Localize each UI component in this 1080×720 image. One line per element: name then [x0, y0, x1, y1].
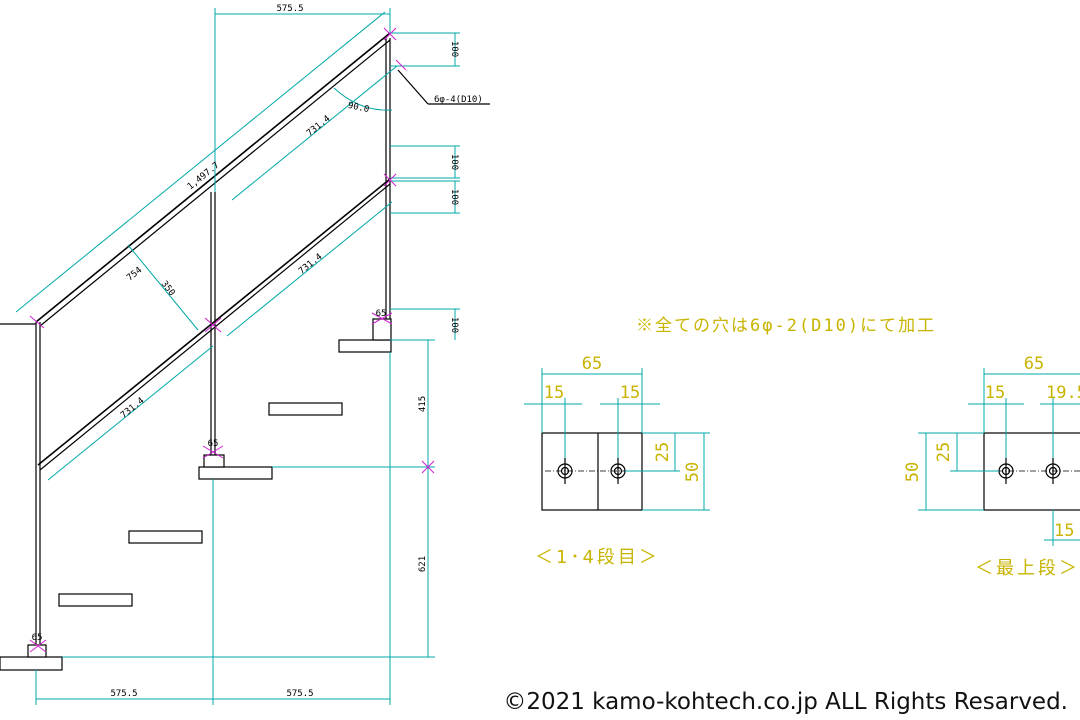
dim-gap-4: 100 [449, 317, 459, 333]
marker [202, 445, 224, 459]
plate-b-bottom-edge: 15 [1054, 521, 1074, 541]
dim-height-lower: 621 [418, 556, 428, 572]
marker [421, 460, 435, 474]
plate-detail-b: 65 15 19.5 25 50 15 ＜最上段＞ [903, 354, 1080, 579]
processing-note: ※全ての穴は6φ-2(D10)にて加工 [636, 316, 936, 336]
plate-a-width: 65 [582, 354, 602, 374]
plate-b-body [983, 432, 1080, 511]
tread-2 [128, 530, 203, 544]
plate-b-width: 65 [1024, 354, 1044, 374]
dim-diag-lower-1 [226, 201, 393, 337]
dim-plate-top: 65 [376, 309, 387, 319]
dim-top-width: 575.5 [276, 4, 303, 14]
plate-b-height: 50 [903, 462, 923, 482]
side-dimensions [15, 8, 460, 705]
base-plate-middle [198, 466, 273, 480]
dim-diag-lower-2 [47, 345, 214, 481]
copyright-notice: ©2021 kamo-kohtech.co.jp ALL Rights Resa… [503, 689, 1068, 715]
stair-treads [58, 402, 343, 607]
plate-b-caption: ＜最上段＞ [975, 558, 1080, 579]
plate-detail-a: 65 15 15 25 50 ＜1･4段目＞ [524, 354, 710, 568]
side-view: 6φ-4(D10) 575.5 575.5 575.5 1,497.7 731.… [0, 4, 490, 705]
plate-b-hole-height: 25 [934, 442, 954, 462]
marker [204, 317, 222, 333]
plate-b-edge-left: 15 [985, 383, 1005, 403]
dim-plate-mid: 65 [208, 439, 219, 449]
plate-a-edge-right: 15 [620, 383, 640, 403]
dim-angle-arc [333, 87, 393, 111]
base-plates [0, 318, 392, 671]
marker [395, 59, 407, 71]
weld-markers [29, 27, 435, 653]
base-plate-top [338, 339, 392, 353]
plate-a-edge-left: 15 [544, 383, 564, 403]
marker [383, 173, 397, 187]
dim-rail-diag: 1,497.7 [186, 161, 222, 193]
dim-bottom-left: 575.5 [110, 689, 137, 699]
rails [0, 32, 391, 471]
plate-b-edge-right: 19.5 [1046, 383, 1080, 403]
marker [383, 27, 397, 41]
dim-gap-3: 100 [449, 189, 459, 205]
base-plate-bottom [0, 656, 63, 671]
plate-a-caption: ＜1･4段目＞ [535, 547, 660, 568]
dim-upper-seg: 731.4 [305, 114, 332, 139]
marker [29, 315, 45, 329]
marker [371, 312, 393, 325]
dim-bottom-right: 575.5 [286, 689, 313, 699]
dim-height-upper: 415 [418, 396, 428, 412]
tread-3 [268, 402, 343, 416]
tread-1 [58, 593, 133, 607]
dim-pitch-a: 754 [125, 265, 144, 283]
dim-gap-2: 100 [449, 154, 459, 170]
base-plate-middle-foot [203, 454, 225, 468]
plate-a-body [541, 432, 643, 511]
plate-a-hole-height: 25 [653, 442, 673, 462]
dim-pitch-b: 350 [159, 279, 177, 298]
dim-plate-bottom: 65 [32, 633, 43, 643]
dim-gap-1: 100 [449, 41, 459, 57]
marker [29, 639, 47, 653]
callout-leader [397, 69, 429, 105]
lower-rail [37, 178, 391, 466]
hole-callout: 6φ-4(D10) [434, 95, 483, 105]
dim-angle: 90.0 [347, 101, 370, 115]
dim-diag-upper [231, 65, 398, 201]
top-rail [35, 32, 391, 323]
dim-lower-seg-2: 731.4 [119, 396, 146, 421]
plate-a-height: 50 [683, 462, 703, 482]
dim-lower-seg-1: 731.4 [297, 252, 324, 277]
dim-pitch [127, 244, 199, 331]
dim-diag-overall [15, 11, 386, 313]
